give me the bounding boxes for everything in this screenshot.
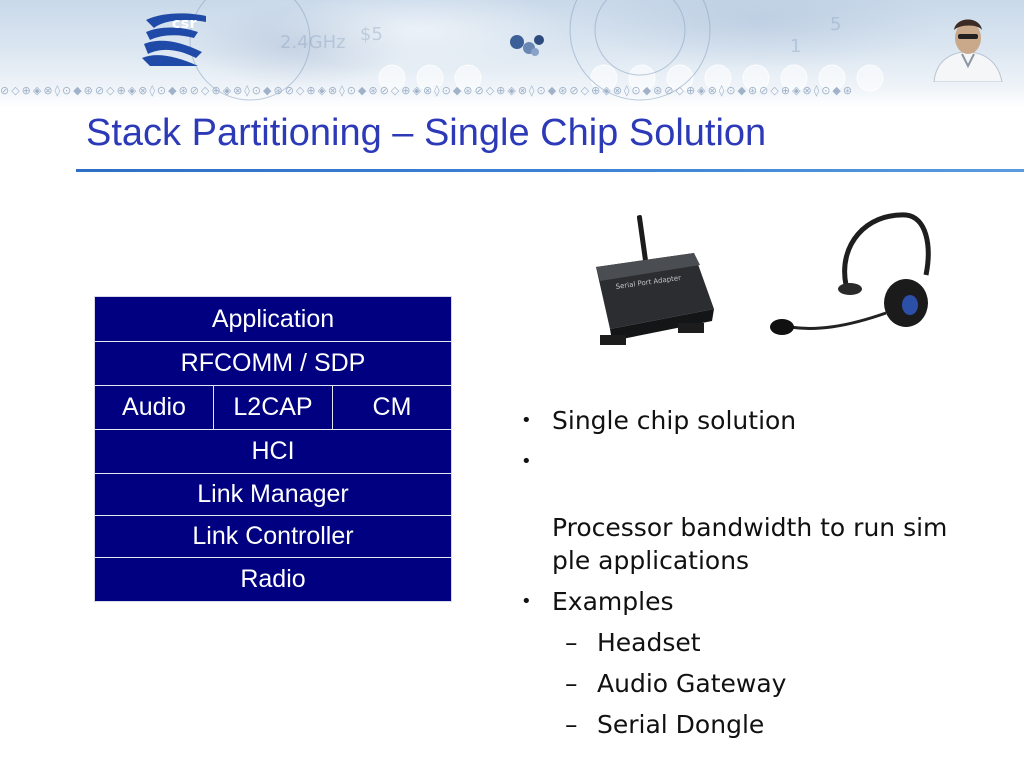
bullet-text: Processor bandwidth to run sim ple appli… xyxy=(552,513,948,575)
bullet-list: • Single chip solution • Processor bandw… xyxy=(515,404,1015,749)
stack-layer-audio-l2cap-cm: Audio L2CAP CM xyxy=(95,386,451,430)
stack-cell-l2cap: L2CAP xyxy=(233,393,313,421)
svg-text:2.4GHz: 2.4GHz xyxy=(280,32,346,53)
bullet-item: • Single chip solution xyxy=(515,404,1015,437)
stack-layer-radio: Radio xyxy=(240,565,306,593)
molecule-icon xyxy=(510,35,544,56)
title-underline xyxy=(76,169,1024,172)
bullet-marker: • xyxy=(521,591,532,612)
bullet-marker: • xyxy=(521,451,532,472)
person-photo-icon xyxy=(933,19,1003,82)
bullet-marker: • xyxy=(521,410,532,431)
logo-text: csr xyxy=(172,16,198,32)
stack-layer-rfcomm-sdp: RFCOMM / SDP xyxy=(95,342,451,386)
bullet-item: • Examples xyxy=(515,585,1015,618)
sub-bullet-marker: – xyxy=(565,628,578,657)
sub-bullet-text: Serial Dongle xyxy=(597,710,765,739)
slide-title: Stack Partitioning – Single Chip Solutio… xyxy=(86,112,767,154)
sub-bullet-marker: – xyxy=(565,669,578,698)
banner-pattern: ⊘◇⊕◈⊗◊⊙◆⊛⊘◇⊕◈⊗◊⊙◆⊛⊘◇⊕◈⊗◊⊙◆⊛⊘◇⊕◈⊗◊⊙◆⊛⊘◇⊕◈… xyxy=(0,84,855,97)
header-banner: 5 1 $5 2.4GHz ⊘◇⊕◈⊗◊⊙◆⊛⊘◇⊕◈⊗◊⊙◆⊛⊘◇⊕◈⊗◊⊙◆… xyxy=(0,0,1024,108)
stack-layer-link-manager: Link Manager xyxy=(95,474,451,516)
banner-bubbles: 5 1 $5 2.4GHz xyxy=(189,0,884,101)
stack-cell-audio: Audio xyxy=(122,393,186,421)
protocol-stack-table: Application RFCOMM / SDP Audio L2CAP CM … xyxy=(94,296,452,602)
stack-layer-hci: HCI xyxy=(95,430,451,474)
serial-dongle-icon: Serial Port Adapter xyxy=(596,215,714,345)
stack-layer-application: Application xyxy=(95,297,451,342)
sub-bullet-text: Audio Gateway xyxy=(597,669,787,698)
sub-bullet-text: Headset xyxy=(597,628,701,657)
svg-text:$5: $5 xyxy=(360,24,383,45)
sub-bullet-marker: – xyxy=(565,710,578,739)
stack-layer-link-controller: Link Controller xyxy=(95,516,451,558)
product-photos: Serial Port Adapter xyxy=(596,212,931,345)
svg-text:5: 5 xyxy=(830,14,841,35)
sub-bullet-item: – Headset xyxy=(515,626,1015,659)
headset-icon xyxy=(770,212,931,335)
bullet-text: Examples xyxy=(552,587,674,616)
cell-divider xyxy=(332,386,333,429)
sub-bullet-item: – Serial Dongle xyxy=(515,708,1015,741)
bullet-text: Single chip solution xyxy=(552,406,797,435)
csr-logo-icon xyxy=(142,13,206,66)
sub-bullet-item: – Audio Gateway xyxy=(515,667,1015,700)
stack-cell-cm: CM xyxy=(372,393,412,421)
bullet-item: • Processor bandwidth to run sim ple app… xyxy=(515,445,1015,577)
cell-divider xyxy=(213,386,214,429)
svg-text:1: 1 xyxy=(790,36,801,57)
